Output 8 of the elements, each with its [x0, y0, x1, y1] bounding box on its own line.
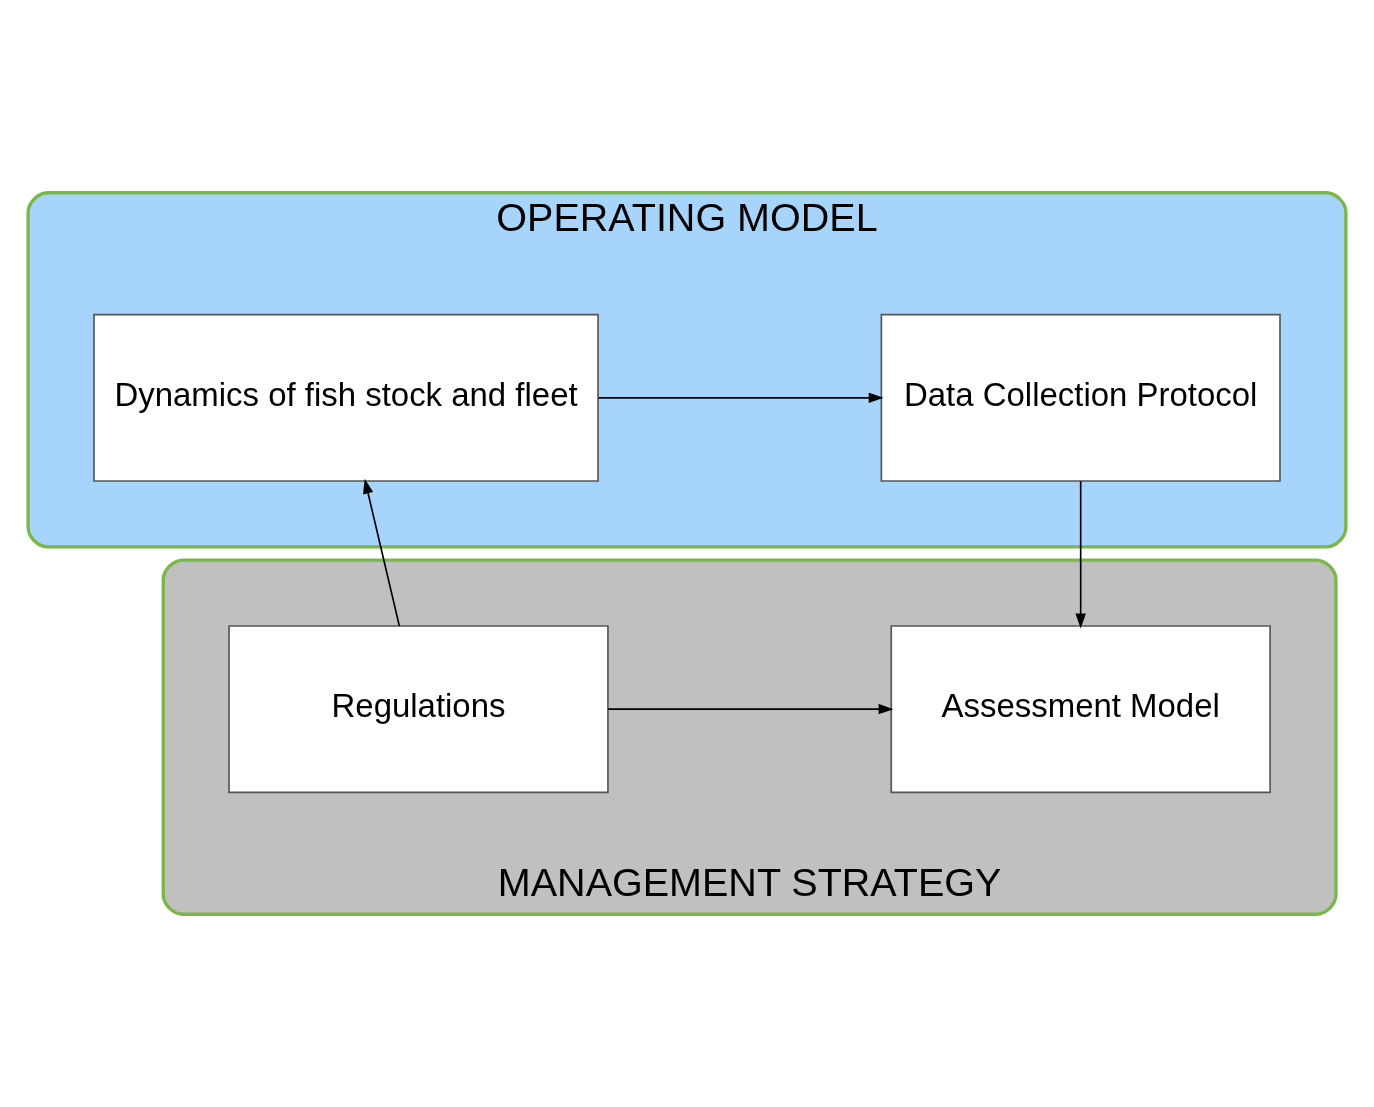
arrow — [597, 392, 884, 404]
node-box: Data Collection Protocol — [880, 313, 1281, 482]
arrow — [363, 478, 401, 627]
node-box: Regulations — [228, 625, 609, 794]
node-box: Assessment Model — [890, 625, 1271, 794]
arrow — [607, 703, 894, 715]
arrow — [1075, 480, 1086, 629]
node-box: Dynamics of fish stock and fleet — [93, 313, 599, 482]
